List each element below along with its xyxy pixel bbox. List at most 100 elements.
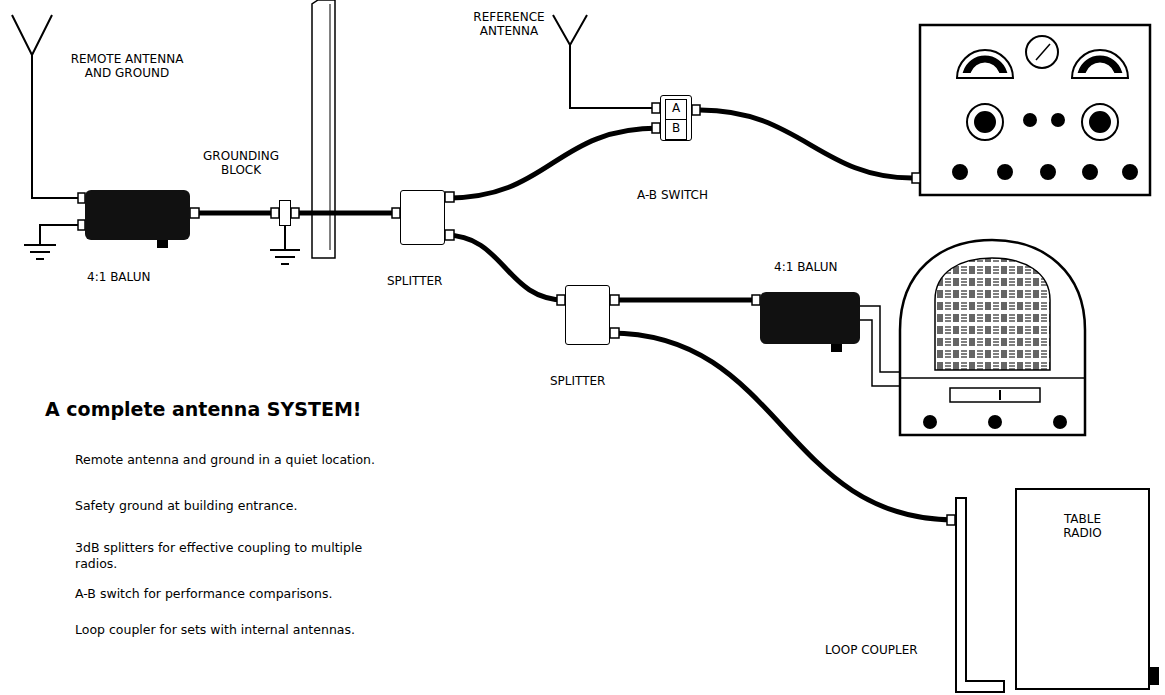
coax-connector: [291, 208, 299, 218]
coax-connector: [190, 208, 199, 218]
communications-receiver: [1036, 44, 1050, 60]
part-label: REFERENCE ANTENNA: [466, 10, 552, 39]
grounding-block: GROUNDING BLOCK: [279, 200, 291, 226]
speaker-wire: [860, 306, 902, 386]
feature-note: Loop coupler for sets with internal ante…: [75, 622, 405, 638]
communications-receiver: [1123, 165, 1137, 179]
switch-position: B: [665, 119, 687, 140]
cathedral-radio: [900, 377, 1085, 379]
cathedral-radio: [989, 416, 1001, 428]
ab-switch: A-B SWITCHAB: [660, 95, 692, 141]
cathedral-radio: [900, 240, 1085, 435]
feature-note: Remote antenna and ground in a quiet loc…: [75, 452, 405, 468]
node-label: TABLE RADIO: [1052, 490, 1114, 541]
table-radio: TABLE RADIO: [1015, 488, 1150, 690]
node-label: GROUNDING BLOCK: [196, 149, 286, 178]
communications-receiver: [957, 50, 1013, 78]
coax-connector: [947, 515, 955, 525]
reference-antenna: [553, 15, 652, 108]
loop-coupler-outline: [955, 497, 1005, 693]
communications-receiver: [998, 165, 1012, 179]
coax-connector: [78, 193, 85, 203]
balun-tab: [158, 240, 167, 247]
cathedral-radio: [1054, 416, 1066, 428]
diagram-title: A complete antenna SYSTEM!: [45, 398, 361, 420]
cathedral-radio: [950, 388, 1040, 402]
cathedral-radio: [935, 258, 1050, 370]
communications-receiver: [964, 57, 1006, 72]
communications-receiver: [1082, 104, 1118, 140]
speaker-wire: [860, 306, 902, 386]
coax-connector: [78, 220, 85, 230]
communications-receiver: [953, 165, 967, 179]
coax-cable: [445, 235, 565, 300]
cathedral-radio: [924, 416, 936, 428]
coax-connector: [752, 295, 760, 305]
part-label: REMOTE ANTENNA AND GROUND: [62, 52, 192, 81]
node-label: 4:1 BALUN: [774, 260, 837, 274]
coax-cable: [610, 333, 955, 520]
coax-connector: [610, 295, 619, 305]
remote-antenna: [12, 15, 80, 198]
communications-receiver: [1024, 114, 1036, 126]
coax-connector: [912, 173, 920, 183]
communications-receiver: [1083, 165, 1097, 179]
node-label: A: [666, 100, 686, 116]
node-label: SPLITTER: [550, 374, 605, 388]
coax-connector: [692, 105, 700, 115]
radio-knob: [1150, 668, 1158, 684]
communications-receiver: [1052, 114, 1064, 126]
radio-knob: [1150, 668, 1158, 684]
coax-connector: [652, 123, 660, 133]
splitter-box: SPLITTER: [565, 285, 610, 345]
remote-antenna: [12, 15, 80, 198]
communications-receiver: [1079, 57, 1121, 72]
communications-receiver: [967, 104, 1003, 140]
loop-coupler-outline: [956, 498, 1004, 692]
feature-note: Safety ground at building entrance.: [75, 498, 405, 514]
coax-connector: [445, 230, 454, 240]
node-label: LOOP COUPLER: [825, 643, 918, 657]
communications-receiver: [1026, 36, 1058, 68]
coax-connector: [610, 328, 619, 338]
feature-note: 3dB splitters for effective coupling to …: [75, 540, 405, 573]
coax-cable: [291, 211, 400, 216]
switch-position: A: [665, 99, 687, 120]
coax-connector: [392, 208, 400, 218]
balun-box: 4:1 BALUN: [760, 292, 860, 344]
communications-receiver: [975, 112, 995, 132]
coax-cable: [190, 211, 279, 216]
cathedral-radio: [999, 390, 1001, 400]
balun-tab: [158, 240, 841, 351]
communications-receiver: [1072, 50, 1128, 78]
coax-connector: [445, 192, 454, 202]
ground-symbol: [24, 225, 80, 259]
coax-cable: [700, 110, 912, 178]
illustration: [12, 0, 1158, 684]
coax-cable: [610, 298, 760, 303]
loop-coupler: LOOP COUPLER: [955, 497, 1005, 693]
balun-box: 4:1 BALUN: [85, 190, 190, 240]
node-label: A-B SWITCH: [637, 188, 708, 202]
building-wall: [312, 0, 335, 258]
ground-symbol: [270, 226, 300, 264]
node-label: B: [666, 120, 686, 136]
splitter-box: SPLITTER: [400, 190, 445, 245]
building-wall: [312, 0, 335, 258]
balun-tab: [832, 344, 841, 351]
feature-note: A-B switch for performance comparisons.: [75, 586, 405, 602]
ground-symbol: [270, 226, 300, 264]
communications-receiver: [1041, 165, 1055, 179]
communications-receiver: [920, 25, 1150, 195]
coax-cable: [445, 128, 660, 198]
reference-antenna: [553, 15, 652, 108]
coax-connector: [557, 295, 565, 305]
ground-symbol: [24, 225, 80, 259]
node-label: 4:1 BALUN: [87, 270, 150, 284]
coax-connector: [652, 103, 660, 113]
communications-receiver: [920, 25, 1150, 195]
coax-connector: [271, 208, 279, 218]
node-label: SPLITTER: [387, 274, 442, 288]
